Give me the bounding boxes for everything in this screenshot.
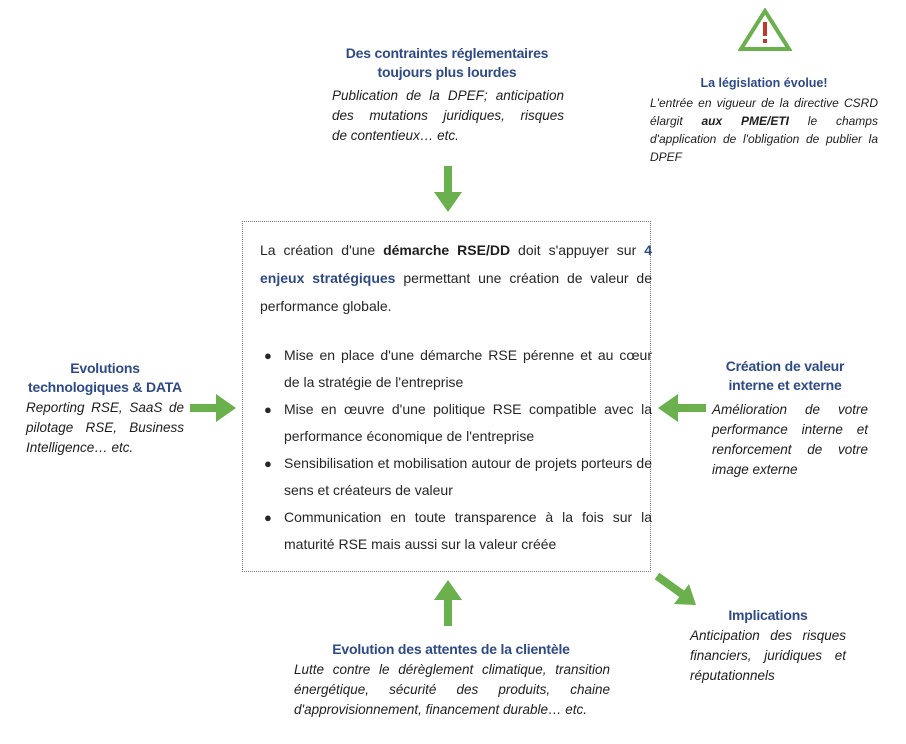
intro-part2: doit s'appuyer sur	[510, 242, 645, 258]
bullet-icon: ●	[264, 402, 272, 417]
top-title: Des contraintes réglementaires toujours …	[318, 44, 576, 82]
right-title: Création de valeur interne et externe	[706, 357, 864, 395]
right-description: Amélioration de votre performance intern…	[712, 402, 868, 477]
list-item-text: Mise en place d'une démarche RSE pérenne…	[284, 347, 652, 390]
list-item: ● Mise en place d'une démarche RSE pérenn…	[264, 342, 652, 396]
down-arrow-icon	[434, 166, 462, 212]
diagonal-arrow-icon	[654, 572, 696, 605]
center-intro: La création d'une démarche RSE/DD doit s…	[260, 236, 652, 320]
left-title-line1: Evolutions	[70, 360, 140, 376]
warning-block: La législation évolue! L'entrée en vigue…	[650, 75, 878, 166]
left-description: Reporting RSE, SaaS de pilotage RSE, Bus…	[26, 400, 184, 455]
bullet-icon: ●	[264, 456, 272, 471]
left-title-line2: technologiques & DATA	[28, 379, 182, 395]
implications-block: Implications	[690, 606, 846, 625]
warning-description: L'entrée en vigueur de la directive CSRD…	[650, 94, 878, 166]
bottom-block: Evolution des attentes de la clientèle	[286, 640, 616, 659]
warning-desc-part1: L'entrée en vigueur de la directive CSRD…	[650, 96, 878, 128]
list-item: ● Sensibilisation et mobilisation autour …	[264, 450, 652, 504]
intro-bold: démarche RSE/DD	[383, 242, 511, 258]
bottom-title: Evolution des attentes de la clientèle	[332, 641, 570, 657]
list-item-text: Mise en œuvre d'une politique RSE compat…	[284, 401, 652, 444]
intro-highlight: 4 enjeux stratégiques	[260, 242, 652, 286]
bottom-description: Lutte contre le dérèglement climatique, …	[294, 662, 610, 717]
implications-description: Anticipation des risques financiers, jur…	[690, 628, 846, 683]
list-item-text: Sensibilisation et mobilisation autour d…	[284, 455, 652, 498]
right-arrow-icon	[190, 394, 236, 422]
left-title: Evolutions technologiques & DATA	[26, 359, 184, 397]
list-item-text: Communication en toute transparence à la…	[284, 509, 652, 552]
top-description: Publication de la DPEF; anticipation des…	[332, 86, 564, 146]
top-desc-line1: Publication de la DPEF; anticipation	[332, 88, 564, 103]
warning-desc-bold: aux PME/ETI	[701, 114, 790, 128]
up-arrow-icon	[434, 580, 462, 626]
list-item: ● Mise en œuvre d'une politique RSE compa…	[264, 396, 652, 450]
top-desc-line2: des mutations juridiques, risques	[332, 108, 564, 123]
right-title-line2: interne et externe	[728, 377, 842, 393]
left-arrow-icon	[658, 394, 706, 422]
warning-title: La législation évolue!	[700, 76, 828, 90]
top-title-line1: Des contraintes réglementaires	[345, 45, 549, 61]
implications-title: Implications	[728, 607, 808, 623]
right-block: Création de valeur interne et externe	[706, 357, 864, 395]
warning-triangle-icon	[738, 8, 792, 51]
intro-part1: La création d'une	[260, 242, 384, 258]
center-box: La création d'une démarche RSE/DD doit s…	[242, 221, 652, 572]
bullet-icon: ●	[264, 510, 272, 525]
left-block: Evolutions technologiques & DATA	[26, 359, 184, 397]
right-title-line1: Création de valeur	[725, 358, 845, 374]
intro-part3: permettant une création de valeur de per…	[260, 270, 652, 314]
bullet-icon: ●	[264, 348, 272, 363]
warning-desc-part2: le champs d'application de l'obligation …	[650, 114, 878, 164]
top-desc-line3: de contentieux… etc.	[332, 128, 459, 143]
strategic-issues-list: ● Mise en place d'une démarche RSE pérenn…	[257, 342, 652, 558]
list-item: ● Communication en toute transparence à l…	[264, 504, 652, 558]
top-title-line2: toujours plus lourdes	[377, 64, 517, 80]
top-block: Des contraintes réglementaires toujours …	[318, 44, 576, 82]
